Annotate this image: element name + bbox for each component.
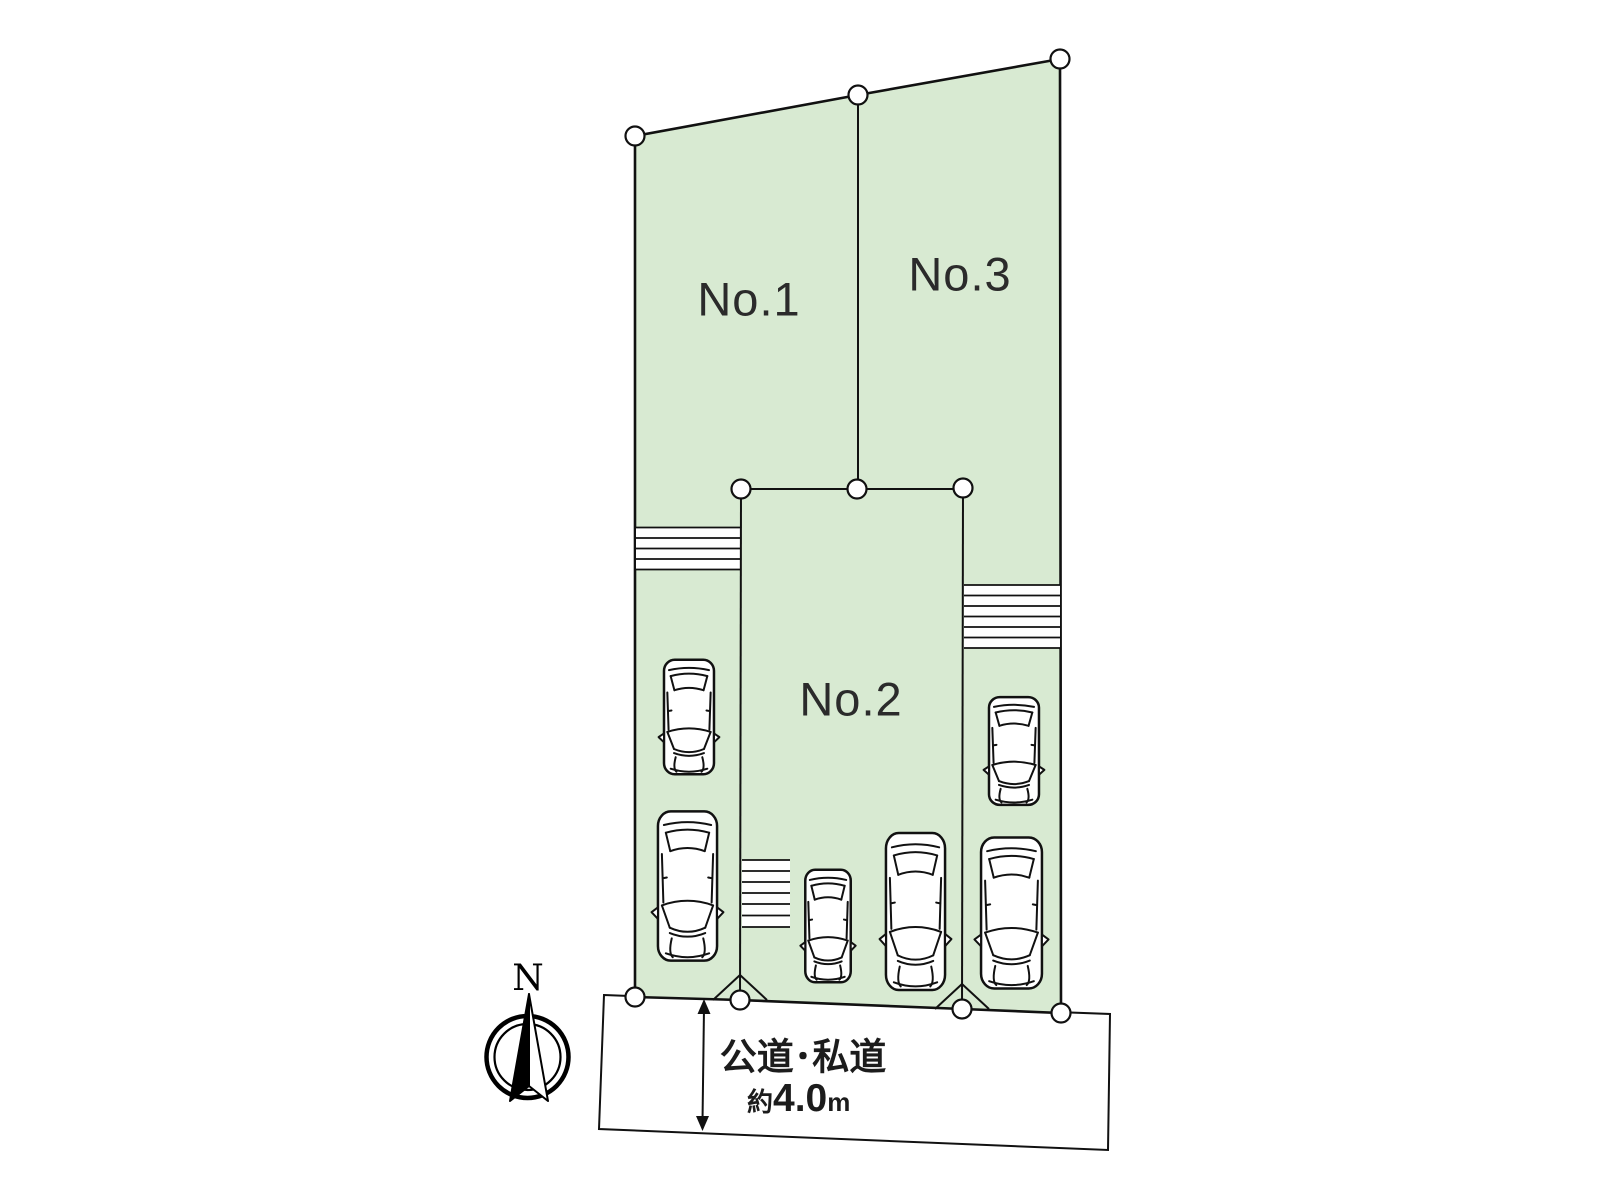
compass-needle-black — [509, 993, 530, 1102]
vertex-marker — [729, 989, 751, 1011]
entrance-markers — [712, 973, 990, 1010]
lot-label-no1: No.1 — [697, 273, 800, 326]
boundary-point-markers — [624, 48, 1072, 1024]
vertex-marker — [624, 125, 646, 147]
road-name-label: 公道･私道 — [720, 1037, 887, 1078]
steps-hatch-no1 — [636, 526, 740, 571]
lot-label-no2: No.2 — [799, 673, 902, 726]
vertex-marker — [1050, 1002, 1072, 1024]
lot-label-no3: No.3 — [908, 248, 1011, 301]
vertex-marker — [624, 986, 646, 1008]
road-width-arrow — [696, 999, 711, 1131]
compass-icon: N — [484, 958, 571, 1102]
vertex-marker — [952, 477, 974, 499]
vertex-marker — [847, 84, 869, 106]
lot-boundaries — [739, 95, 964, 1010]
north-label: N — [512, 958, 544, 999]
car-icon — [650, 810, 725, 962]
vertex-marker — [1049, 48, 1071, 70]
lots-area — [633, 57, 1063, 1015]
vertex-marker — [951, 998, 973, 1020]
vertex-marker — [846, 478, 868, 500]
car-icon — [657, 658, 721, 776]
vertex-marker — [730, 478, 752, 500]
road-width-label: 約4.0m — [747, 1077, 850, 1120]
car-icon — [878, 831, 953, 992]
compass-needle-white — [528, 993, 549, 1102]
steps-hatch-no2 — [742, 859, 790, 928]
car-icon — [799, 868, 857, 984]
steps-hatch-no3 — [964, 584, 1060, 649]
car-icon — [982, 696, 1046, 806]
car-icon — [973, 836, 1050, 990]
